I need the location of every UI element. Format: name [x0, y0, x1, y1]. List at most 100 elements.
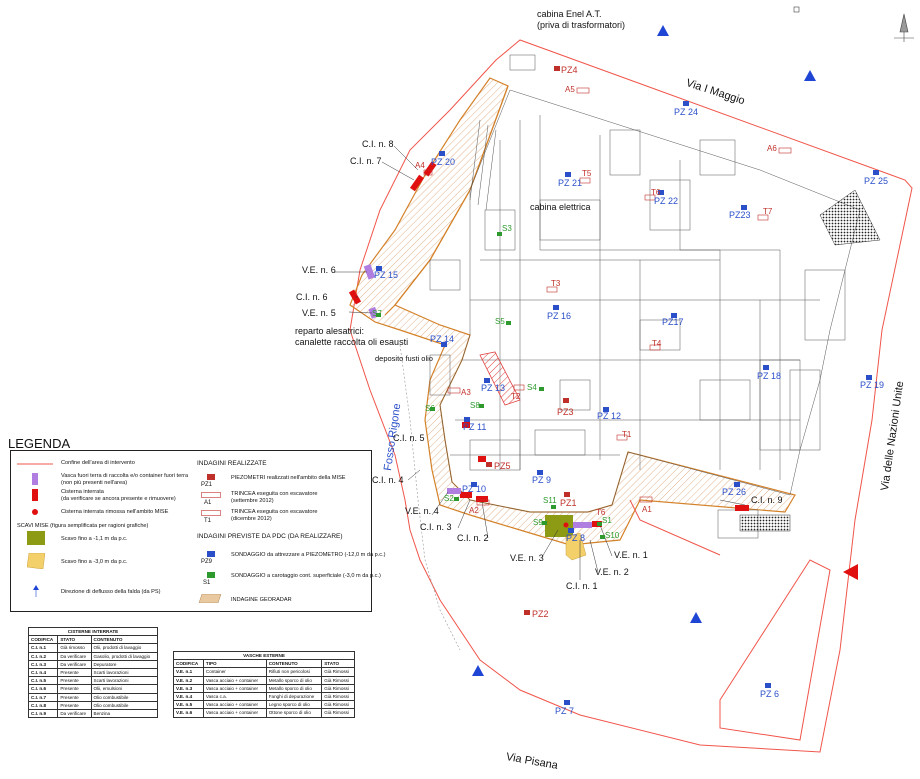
sounding-s1-label: S1 [602, 516, 612, 525]
label-ven-4: V.E. n. 4 [405, 506, 439, 516]
cisterne-cell: Presente [57, 700, 92, 710]
vasche-cell: Già Rimossi [321, 700, 355, 710]
cisterne-cell: Da verificare [57, 708, 92, 719]
legend-vasca-1: Vasca fuori terra di raccolta e/o contai… [61, 473, 189, 479]
cisterna-rimossa-marker [563, 522, 569, 528]
pz-10-label: PZ 10 [462, 484, 487, 494]
cisterne-header-contenuto: CONTENUTO [90, 635, 158, 645]
flow-direction-arrows [472, 25, 816, 676]
vasche-cell: Rifiuti non pericolosi [265, 667, 323, 677]
legend-scavo1-icon [27, 531, 45, 545]
pz-23-label: PZ23 [729, 210, 751, 220]
sounding-s4-label: S4 [527, 383, 537, 392]
trench-t3-label: T3 [551, 279, 561, 288]
trench-markers [423, 87, 792, 506]
label-ven-6: V.E. n. 6 [302, 265, 336, 275]
cisterne-cell: C.I. n.7 [27, 692, 59, 702]
trench-t7-label: T7 [763, 207, 773, 216]
pz-17-label: PZ17 [662, 317, 684, 327]
pz-20-label: PZ 20 [431, 157, 456, 167]
vasche-cell: Vasca c.a. [202, 691, 267, 702]
legend-confine: Confine dell'area di intervento [61, 460, 135, 466]
vasche-header-tipo: TIPO [202, 659, 267, 669]
pz-12-label: PZ 12 [597, 411, 622, 421]
cisterne-table: CISTERNE INTERRATE CODIFICA STATO CONTEN… [27, 626, 158, 719]
pz-7-label: PZ 7 [555, 706, 575, 716]
pz-26-label: PZ 26 [722, 487, 747, 497]
sounding-s3b-label: S8 [470, 401, 480, 410]
cisterne-cell: Presente [57, 684, 92, 694]
vasche-cell: Metallo sporco di olio [265, 675, 323, 685]
vasche-cell: V.E. n.1 [173, 667, 204, 677]
legend-s-green-icon [207, 572, 215, 578]
trench-t5-label: T5 [582, 169, 592, 178]
cisterne-cell: C.I. n.5 [27, 676, 59, 686]
cabina-elettrica-label: cabina elettrica [530, 202, 591, 212]
label-ci-7: C.I. n. 7 [350, 156, 382, 166]
hatched-area-pz13 [479, 351, 521, 406]
cisterne-cell: Olio combustibile [90, 692, 158, 702]
pz-1-label: PZ1 [560, 498, 577, 508]
label-ven-2: V.E. n. 2 [595, 567, 629, 577]
sounding-s11-label: S11 [543, 496, 557, 505]
vasche-cell: Ottone sporco di olio [265, 708, 323, 718]
south-lot [719, 559, 831, 741]
legend-box: Confine dell'area di intervento Vasca fu… [10, 450, 386, 612]
label-ci-9: C.I. n. 9 [751, 495, 783, 505]
legend-indagini-previste: INDAGINI PREVISTE DA PDC (DA REALIZZARE) [197, 533, 343, 540]
legend-trincea1-1: TRINCEA eseguita con escavatore [231, 491, 318, 497]
cisterne-cell: Già rimosso [57, 643, 92, 653]
pz-8-label: PZ 8 [566, 533, 586, 543]
legend-scavo2-icon [27, 553, 45, 569]
legend-sondaggio1: SONDAGGIO da attrezzare a PIEZOMETRO (-1… [231, 552, 386, 558]
cisterne-cell: Presente [57, 692, 92, 702]
legend-trincea2-1: TRINCEA eseguita con escavatore [231, 509, 318, 515]
cisterne-cell: C.I. n.3 [27, 659, 59, 669]
legend-scavo1: Scavo fino a -1,1 m da p.c. [61, 536, 128, 542]
reparto-alesatrici-label-1: reparto alesatrici: [295, 326, 365, 336]
cisterne-cell: Olii, emulsioni [90, 684, 158, 694]
label-ven-5: V.E. n. 5 [302, 308, 336, 318]
pz-14-label: PZ 14 [430, 334, 455, 344]
cisterne-cell: C.I. n.9 [27, 708, 59, 719]
label-ci-1: C.I. n. 1 [566, 581, 598, 591]
trench-a4-label: A4 [415, 161, 425, 170]
trench-a2-label: A2 [469, 506, 479, 515]
legend-title: LEGENDA [8, 436, 71, 451]
legend-s1-code: S1 [203, 580, 211, 586]
scavo-1-1m [545, 515, 573, 537]
vasche-markers [363, 264, 592, 528]
vasche-cell: Container [202, 667, 267, 677]
legend-trincea2-icon [201, 510, 221, 516]
legend-trincea1-2: (settembre 2012) [231, 498, 274, 504]
label-ci-5: C.I. n. 5 [393, 433, 425, 443]
cisterne-cell: C.I. n.4 [27, 667, 59, 678]
label-ci-4: C.I. n. 4 [372, 475, 404, 485]
cabina-enel-label-2: (priva di trasformatori) [537, 20, 626, 30]
fosso-rigone-channel [399, 344, 461, 651]
trench-t6-label: T6 [651, 188, 661, 197]
cisterne-cell: Presente [57, 667, 92, 678]
vasche-header-stato: STATO [321, 659, 355, 669]
pz-21-label: PZ 21 [558, 178, 583, 188]
dense-building-area [819, 189, 881, 246]
cisterne-cell: Da verificare [57, 659, 92, 669]
vasche-cell: Vasca acciaio + container [202, 700, 267, 710]
legend-pz9-code: PZ9 [201, 559, 213, 565]
entrance-arrow [843, 564, 858, 580]
building-outlines [429, 54, 861, 539]
vasche-cell: Metallo sporco di olio [265, 683, 323, 693]
vasche-header-contenuto: CONTENUTO [265, 659, 323, 669]
label-ci-8: C.I. n. 8 [362, 139, 394, 149]
trench-a3-label: A3 [461, 388, 471, 397]
legend-scavo2: Scavo fino a -3,0 m da p.c. [61, 559, 128, 565]
vasche-cell: Già Rimossi [321, 667, 355, 677]
legend-sondaggio2: SONDAGGIO a carotaggio cont. superficial… [231, 573, 381, 579]
